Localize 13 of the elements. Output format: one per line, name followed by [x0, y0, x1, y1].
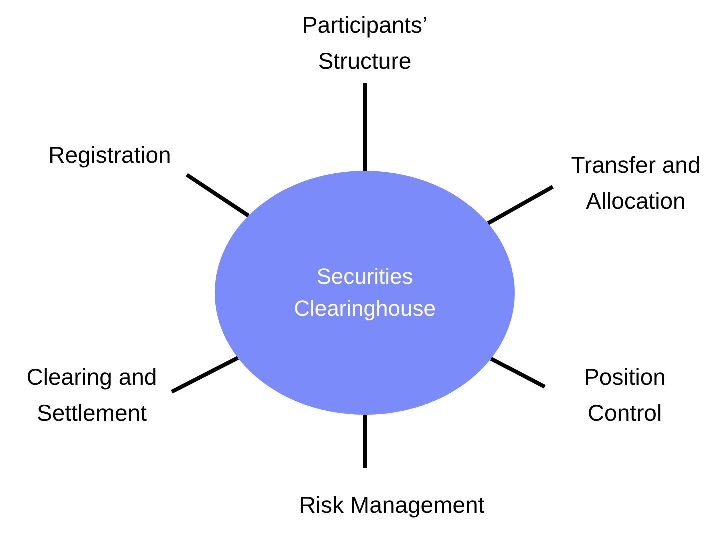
function-label: Transfer and Allocation [570, 151, 702, 216]
connector-line [186, 173, 250, 218]
function-label: Clearing and Settlement [26, 363, 158, 428]
connector-line [490, 357, 546, 389]
connector-line [171, 356, 240, 394]
connector-line [363, 83, 367, 171]
connector-line [363, 415, 367, 468]
function-label: Position Control [583, 363, 667, 428]
function-label: Participants’ Structure [301, 11, 429, 76]
hub-label: Securities Clearinghouse [293, 263, 437, 323]
connector-line [487, 185, 554, 226]
function-label: Registration [48, 141, 172, 170]
function-label: Risk Management [299, 491, 485, 520]
